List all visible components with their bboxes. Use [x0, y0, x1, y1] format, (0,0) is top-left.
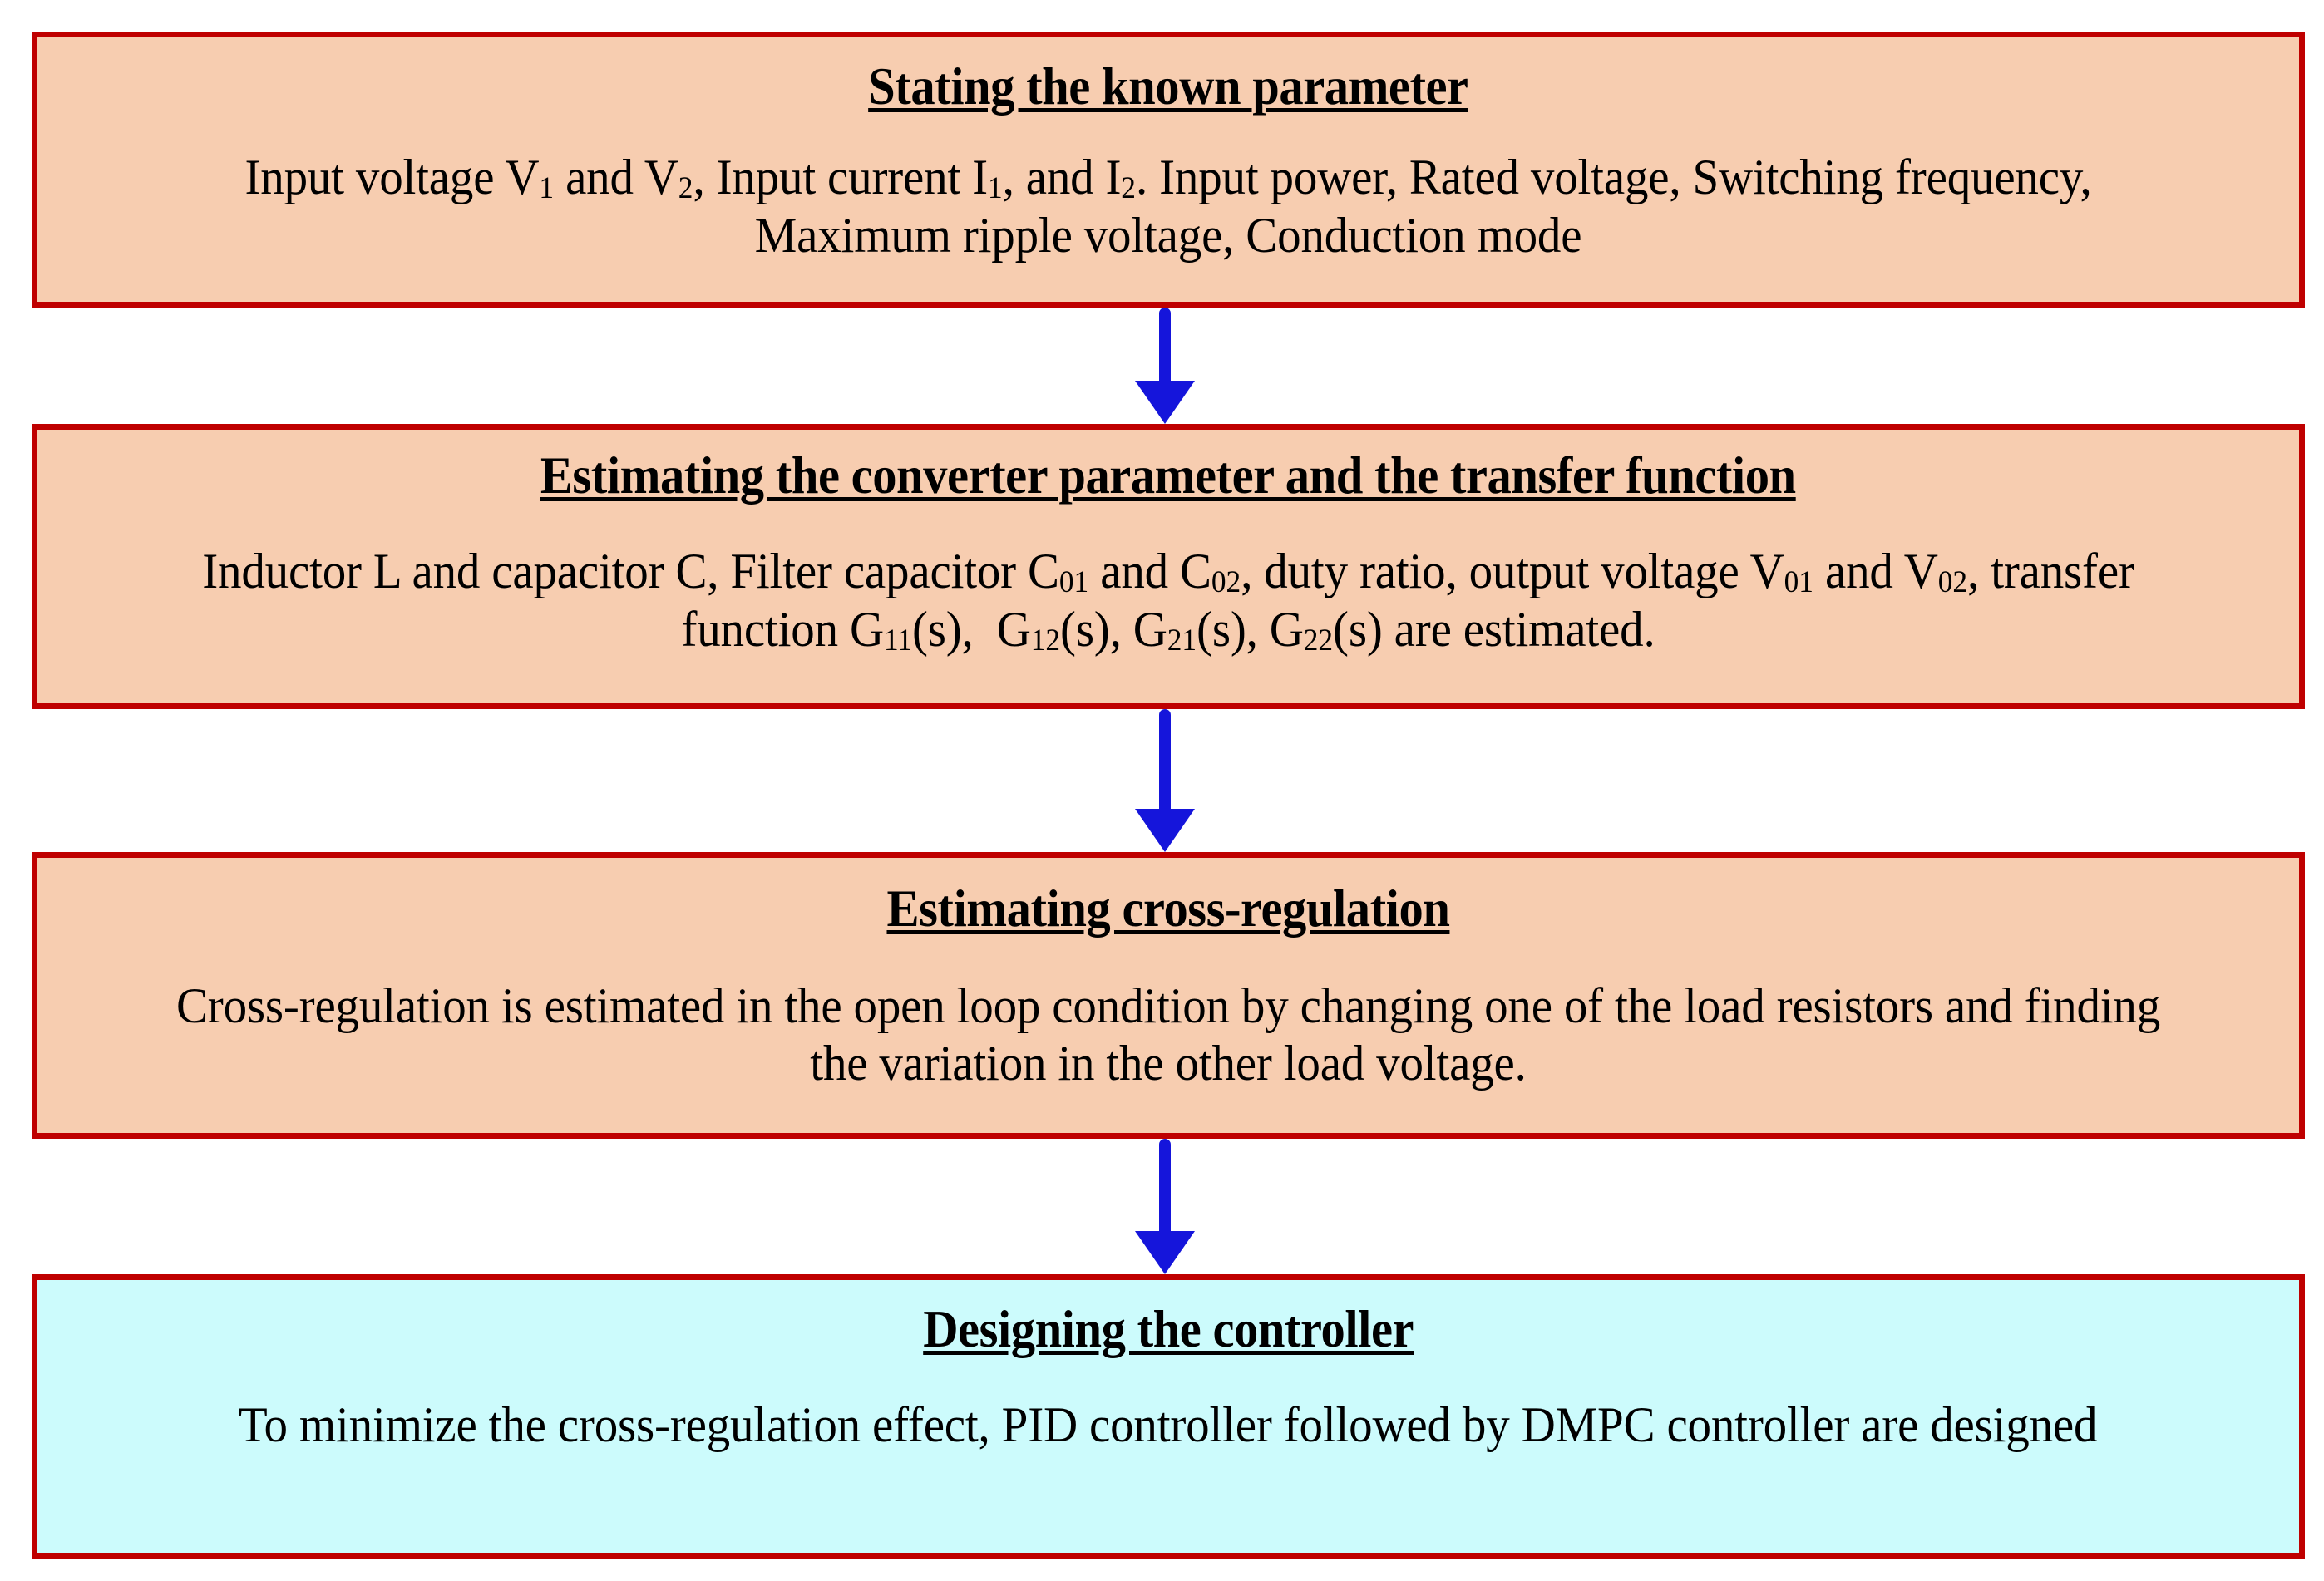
flow-node-title: Stating the known parameter: [868, 57, 1468, 116]
arrow-head-icon: [1135, 1231, 1195, 1274]
flow-node-designing-the-controller[interactable]: Designing the controller To minimize the…: [32, 1274, 2305, 1559]
arrow-shaft: [1159, 308, 1171, 382]
arrow-head-icon: [1135, 809, 1195, 852]
flow-node-body: To minimize the cross-regulation effect,…: [239, 1397, 2098, 1453]
flow-node-title: Estimating the converter parameter and t…: [540, 446, 1796, 505]
flow-node-stating-known-parameter[interactable]: Stating the known parameter Input voltag…: [32, 32, 2305, 308]
flow-node-body: Input voltage V1 and V2, Input current I…: [244, 150, 2092, 263]
connector-arrow-down: [1135, 308, 1195, 424]
flow-node-body: Inductor L and capacitor C, Filter capac…: [202, 544, 2134, 658]
flow-node-body: Cross-regulation is estimated in the ope…: [175, 978, 2161, 1091]
arrow-shaft: [1159, 709, 1171, 810]
arrow-shaft: [1159, 1139, 1171, 1233]
flow-node-title: Estimating cross-regulation: [886, 879, 1450, 938]
arrow-head-icon: [1135, 381, 1195, 424]
flow-node-estimating-converter-parameter[interactable]: Estimating the converter parameter and t…: [32, 424, 2305, 709]
connector-arrow-down: [1135, 709, 1195, 852]
connector-arrow-down: [1135, 1139, 1195, 1274]
flow-node-title: Designing the controller: [923, 1300, 1414, 1358]
flow-node-estimating-cross-regulation[interactable]: Estimating cross-regulation Cross-regula…: [32, 852, 2305, 1139]
